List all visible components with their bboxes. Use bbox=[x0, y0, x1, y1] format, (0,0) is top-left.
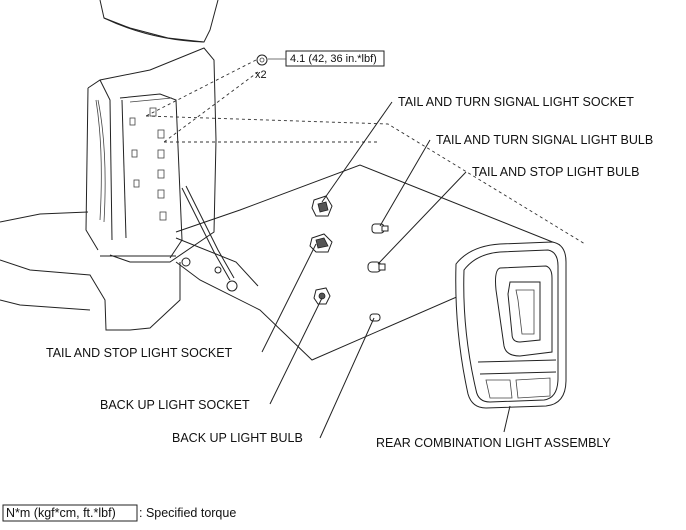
tail-stop-bulb-icon bbox=[367, 261, 386, 273]
label-tail-stop-bulb: TAIL AND STOP LIGHT BULB bbox=[472, 165, 639, 179]
tail-turn-bulb-icon bbox=[371, 223, 389, 234]
legend-unit-box: N*m (kgf*cm, ft.*lbf) bbox=[6, 506, 116, 520]
tail-stop-socket-icon bbox=[309, 233, 333, 253]
backup-socket-icon bbox=[313, 287, 331, 305]
label-backup-socket: BACK UP LIGHT SOCKET bbox=[100, 398, 250, 412]
bolt-icon bbox=[256, 54, 268, 66]
tail-turn-socket-icon bbox=[311, 195, 333, 217]
label-rear-light-assembly: REAR COMBINATION LIGHT ASSEMBLY bbox=[376, 436, 611, 450]
label-tail-turn-socket: TAIL AND TURN SIGNAL LIGHT SOCKET bbox=[398, 95, 634, 109]
assembly-guide-lines bbox=[145, 59, 586, 245]
torque-spec-box: 4.1 (42, 36 in.*lbf) bbox=[285, 50, 385, 67]
torque-legend: N*m (kgf*cm, ft.*lbf) : Specified torque bbox=[2, 504, 236, 522]
leader-lines bbox=[261, 101, 511, 439]
label-tail-turn-bulb: TAIL AND TURN SIGNAL LIGHT BULB bbox=[436, 133, 653, 147]
bolt-quantity: x2 bbox=[255, 69, 267, 81]
label-backup-bulb: BACK UP LIGHT BULB bbox=[172, 431, 303, 445]
rear-light-assembly-icon bbox=[455, 241, 567, 409]
legend-unit-desc: : Specified torque bbox=[139, 506, 236, 520]
vehicle-body bbox=[0, 0, 561, 361]
backup-bulb-icon bbox=[369, 313, 381, 322]
torque-value: 4.1 (42, 36 in.*lbf) bbox=[290, 53, 377, 65]
label-tail-stop-socket: TAIL AND STOP LIGHT SOCKET bbox=[46, 346, 233, 360]
